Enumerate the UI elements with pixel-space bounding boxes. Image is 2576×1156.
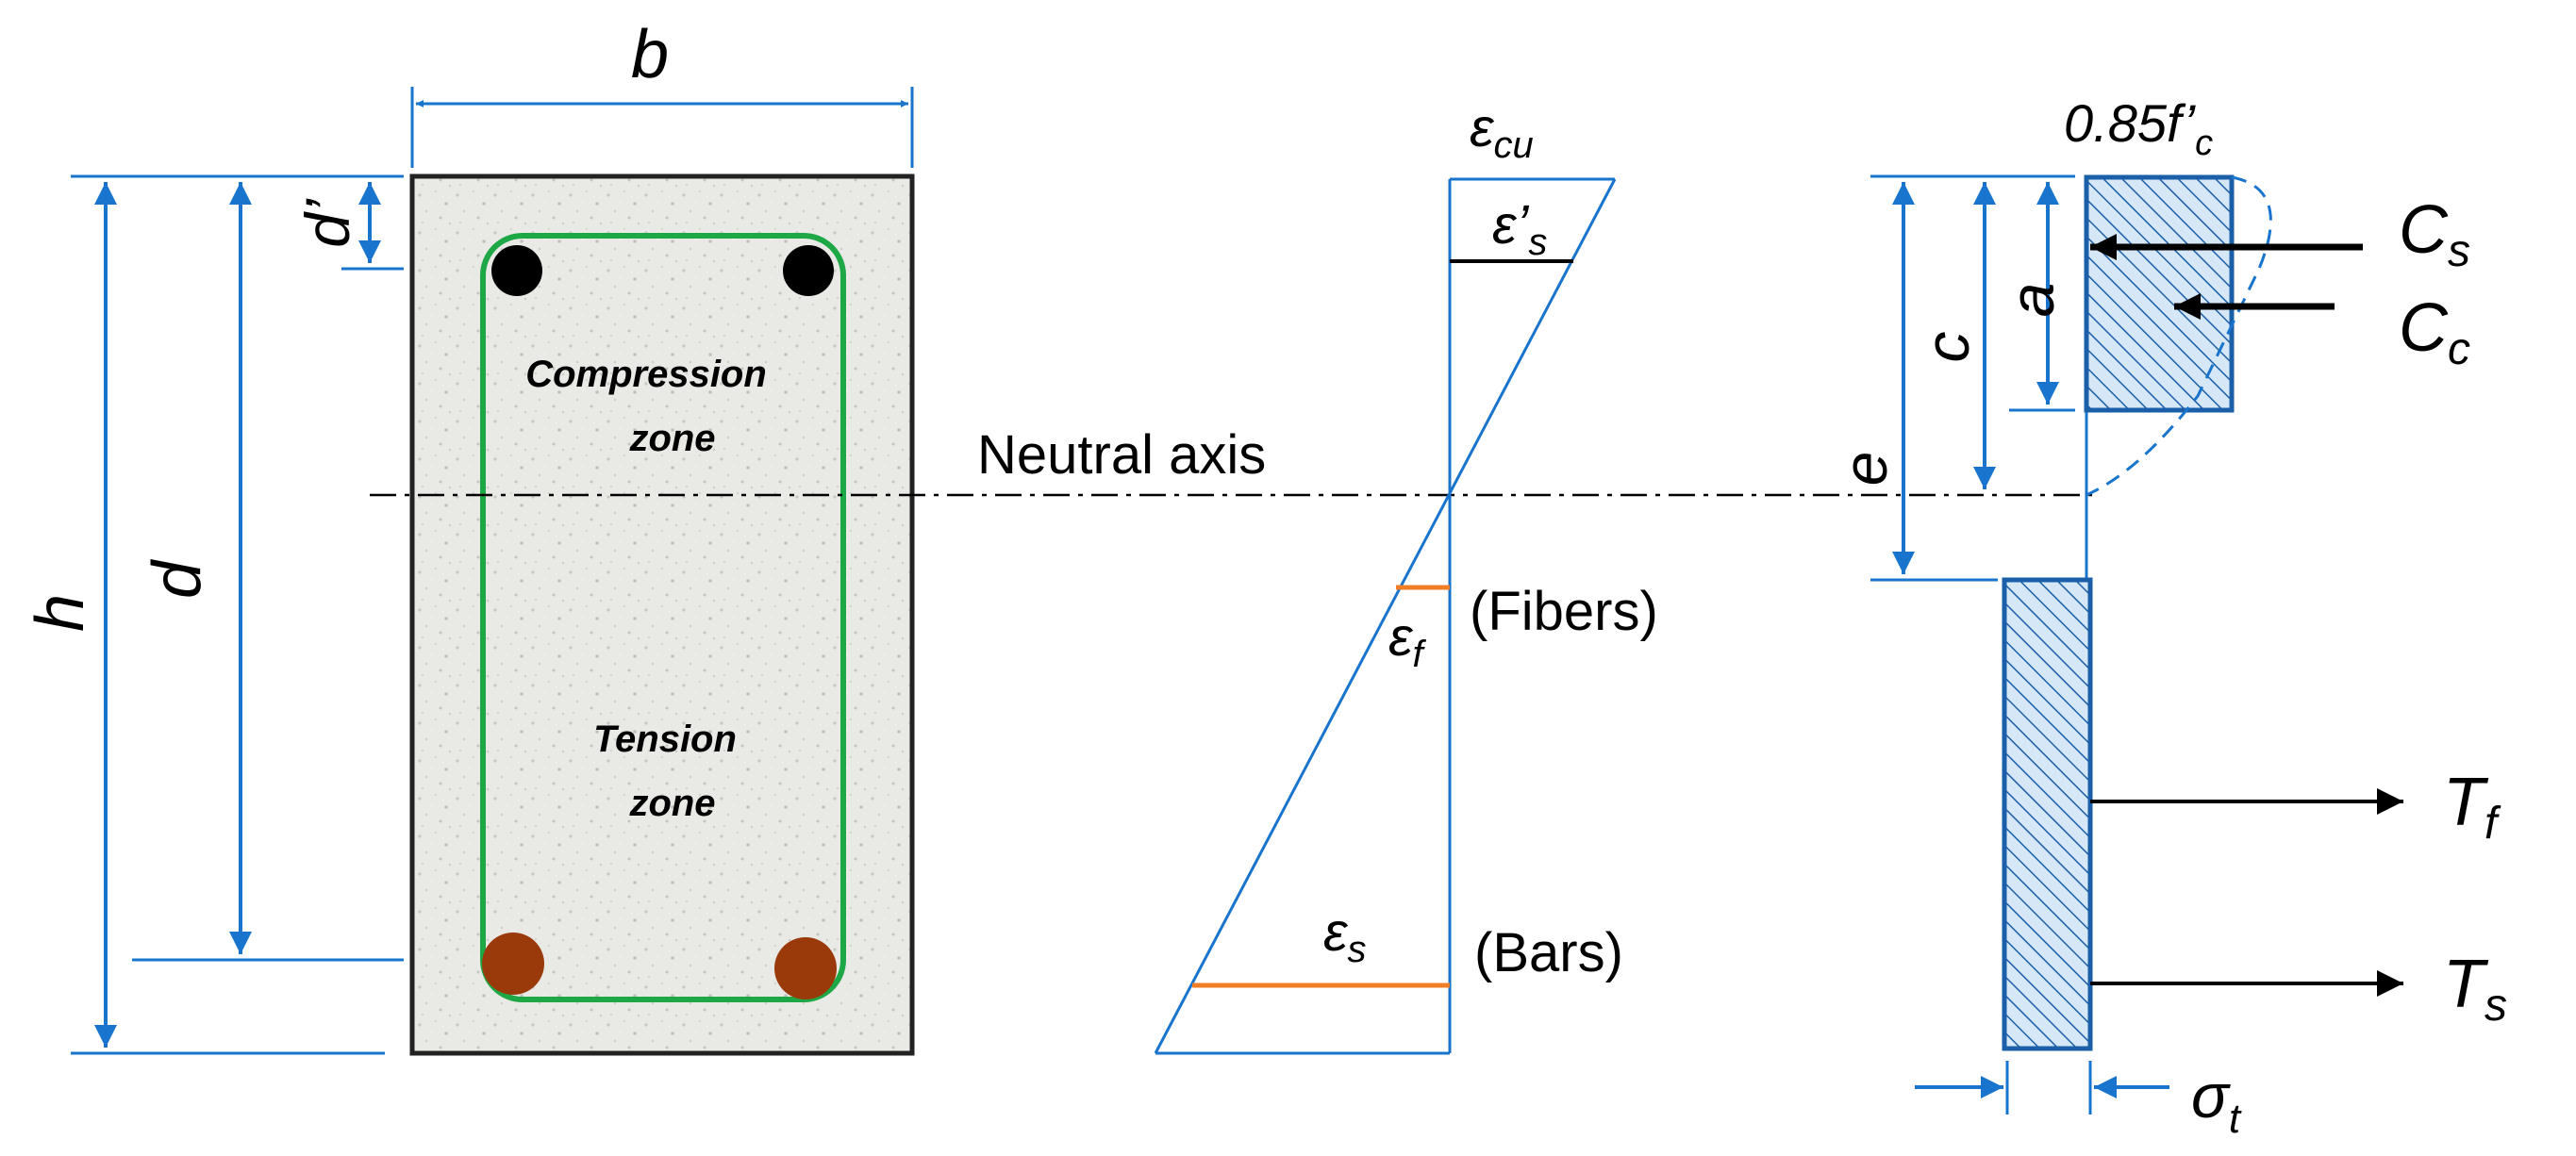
concrete-stress-label: 0.85f’c [2064, 93, 2213, 163]
compression-bar-left [491, 245, 542, 296]
neutral-axis-label: Neutral axis [977, 424, 1266, 486]
compression-zone-line1: Compression [525, 354, 767, 395]
effective-depth-label: d [140, 559, 215, 599]
tension-zone-line2: zone [628, 783, 715, 824]
compression-bar-right [783, 245, 834, 296]
height-label: h [23, 594, 98, 632]
parabolic-stress-curve [2086, 175, 2272, 497]
width-label: b [631, 17, 669, 92]
compression-stress-block [2084, 174, 2235, 413]
tension-bar-right [774, 937, 837, 999]
tension-stress-block [2002, 577, 2093, 1051]
cross-section: Compression zone Tension zone [409, 173, 915, 1056]
steel-strain-symbol: εs [1323, 901, 1367, 970]
depth-dimensions [1870, 174, 2075, 582]
compression-zone-line2: zone [628, 418, 715, 459]
steel-tension-force-label: Ts [2443, 947, 2507, 1031]
cover-depth-label: d’ [292, 198, 362, 248]
fiber-tension-force-label: Tf [2443, 765, 2501, 849]
concrete-section [409, 173, 915, 1056]
depth-c-label: c [1912, 332, 1982, 363]
width-dimension [410, 87, 914, 168]
ultimate-strain-label: εcu [1470, 97, 1534, 166]
bars-label: (Bars) [1474, 922, 1623, 983]
tensile-stress-label: σt [2191, 1061, 2242, 1142]
stirrup [480, 233, 846, 1002]
tension-zone-line1: Tension [593, 718, 737, 760]
compression-concrete-force-label: Cc [2399, 290, 2470, 374]
compression-steel-force-label: Cs [2399, 192, 2470, 276]
tension-bar-left [482, 933, 544, 995]
strain-diagram [1154, 177, 1617, 1055]
tensile-stress-dimension [1915, 1061, 2169, 1115]
depth-e-label: e [1830, 452, 1900, 487]
height-dimensions [71, 174, 404, 1055]
fibers-label: (Fibers) [1470, 581, 1658, 642]
fiber-strain-symbol: εf [1388, 606, 1427, 675]
stress-diagram [2002, 174, 2272, 1051]
compression-steel-strain-label: ε’s [1492, 194, 1547, 263]
force-arrows [2090, 234, 2403, 997]
depth-a-label: a [1997, 283, 2067, 318]
